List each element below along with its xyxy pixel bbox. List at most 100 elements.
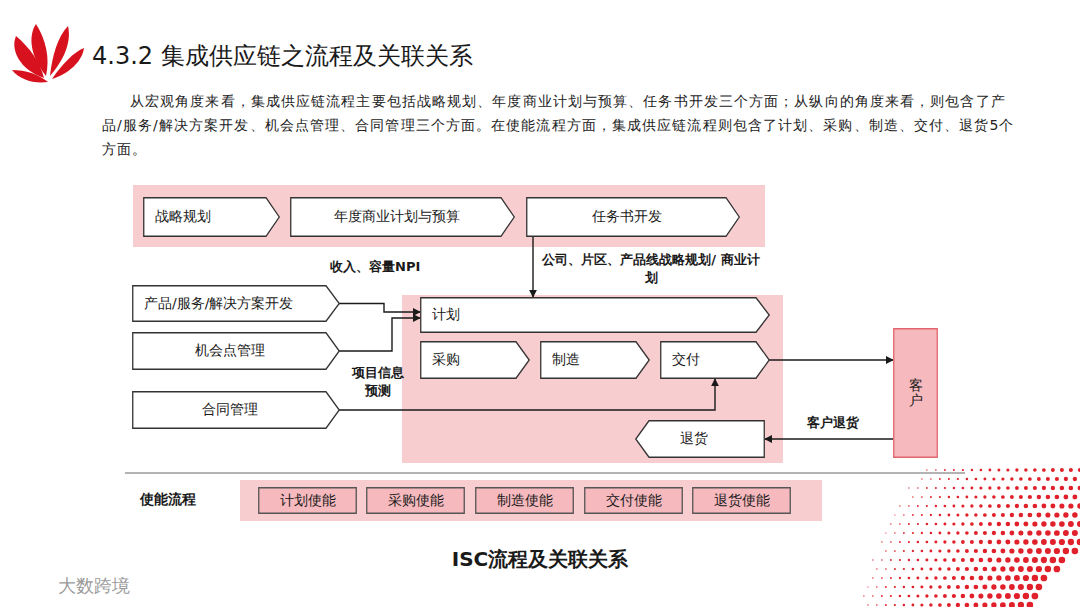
- dot: [872, 595, 874, 597]
- dot: [982, 585, 987, 590]
- dot: [979, 540, 983, 544]
- dot: [1015, 504, 1019, 508]
- dot: [1023, 557, 1029, 563]
- dot: [890, 577, 892, 579]
- dot: [1032, 593, 1039, 600]
- dot: [970, 540, 974, 544]
- dot: [930, 478, 932, 480]
- dot: [1010, 495, 1014, 499]
- dot: [1000, 602, 1006, 607]
- dot: [867, 586, 868, 587]
- dot: [992, 513, 996, 517]
- dot: [947, 549, 950, 552]
- outline: [133, 286, 340, 322]
- dot: [938, 585, 942, 589]
- dot: [885, 604, 887, 606]
- node-label: 年度商业计划与预算: [334, 208, 460, 226]
- dot: [1051, 486, 1055, 490]
- dot: [962, 469, 964, 471]
- dot: [1018, 566, 1024, 572]
- dot: [1024, 468, 1027, 471]
- dot: [997, 522, 1001, 526]
- dot: [943, 576, 947, 580]
- dot: [965, 513, 968, 516]
- dot: [1041, 504, 1046, 509]
- dot: [1063, 512, 1068, 517]
- dot: [974, 549, 978, 553]
- dot: [992, 549, 997, 554]
- dot: [881, 595, 883, 597]
- dot: [1046, 477, 1050, 481]
- node-label: 退货: [680, 430, 708, 448]
- dot: [1010, 477, 1013, 480]
- dot: [973, 603, 978, 607]
- dot: [916, 594, 919, 597]
- dot: [921, 496, 923, 498]
- dot: [1063, 548, 1069, 554]
- dot: [1068, 503, 1073, 508]
- node-label: 合同管理: [202, 401, 258, 419]
- dot: [1006, 522, 1011, 527]
- enable-band: [240, 480, 822, 521]
- dot: [925, 559, 928, 562]
- outline: [144, 198, 280, 237]
- dot: [935, 523, 938, 526]
- dot: [938, 549, 941, 552]
- dot: [1006, 468, 1009, 471]
- dot: [921, 532, 923, 534]
- dot: [885, 532, 886, 533]
- logo: [12, 24, 84, 83]
- dot: [1001, 495, 1005, 499]
- dot: [894, 532, 896, 534]
- dot: [997, 540, 1002, 545]
- dot: [876, 604, 878, 606]
- dot: [961, 540, 965, 544]
- node-label: 采购: [432, 351, 460, 369]
- dot: [926, 505, 928, 507]
- dot: [908, 577, 911, 580]
- dot: [894, 550, 896, 552]
- dot: [953, 487, 955, 489]
- dot: [1001, 513, 1005, 517]
- dot: [1027, 548, 1033, 554]
- dot: [899, 559, 901, 561]
- node-label: 机会点管理: [195, 342, 265, 360]
- dot: [1063, 530, 1069, 536]
- dot: [974, 567, 978, 571]
- dot: [881, 577, 883, 579]
- dot: [1014, 575, 1020, 581]
- dot: [921, 550, 924, 553]
- outline: [367, 488, 465, 514]
- connector: [339, 318, 420, 351]
- separator-line: [125, 472, 965, 474]
- process-chevron: 采购: [420, 341, 530, 379]
- node-label: 产品/服务/解决方案开发: [144, 295, 293, 313]
- dot: [885, 550, 886, 551]
- outline: [421, 342, 530, 379]
- dot: [992, 531, 996, 535]
- outline: [259, 488, 357, 514]
- dot: [1046, 495, 1051, 500]
- dot: [983, 478, 986, 481]
- dot: [943, 558, 947, 562]
- dot: [1014, 539, 1019, 544]
- dot: [935, 469, 937, 471]
- dot: [1063, 495, 1068, 500]
- dot: [952, 505, 955, 508]
- dot: [1060, 468, 1064, 472]
- dot: [1041, 575, 1048, 582]
- dot: [925, 594, 928, 597]
- dot: [991, 567, 996, 572]
- process-box: 制造使能: [475, 487, 574, 514]
- dot: [1009, 584, 1015, 590]
- process-band: [402, 295, 783, 463]
- dot: [1015, 486, 1019, 490]
- dot: [1042, 486, 1046, 490]
- dot: [934, 594, 938, 598]
- dot: [1023, 522, 1028, 527]
- node-label: 制造: [552, 351, 580, 369]
- dot-pattern: [863, 468, 1080, 607]
- dot: [1037, 495, 1041, 499]
- dot: [903, 604, 906, 607]
- dot: [1069, 486, 1074, 491]
